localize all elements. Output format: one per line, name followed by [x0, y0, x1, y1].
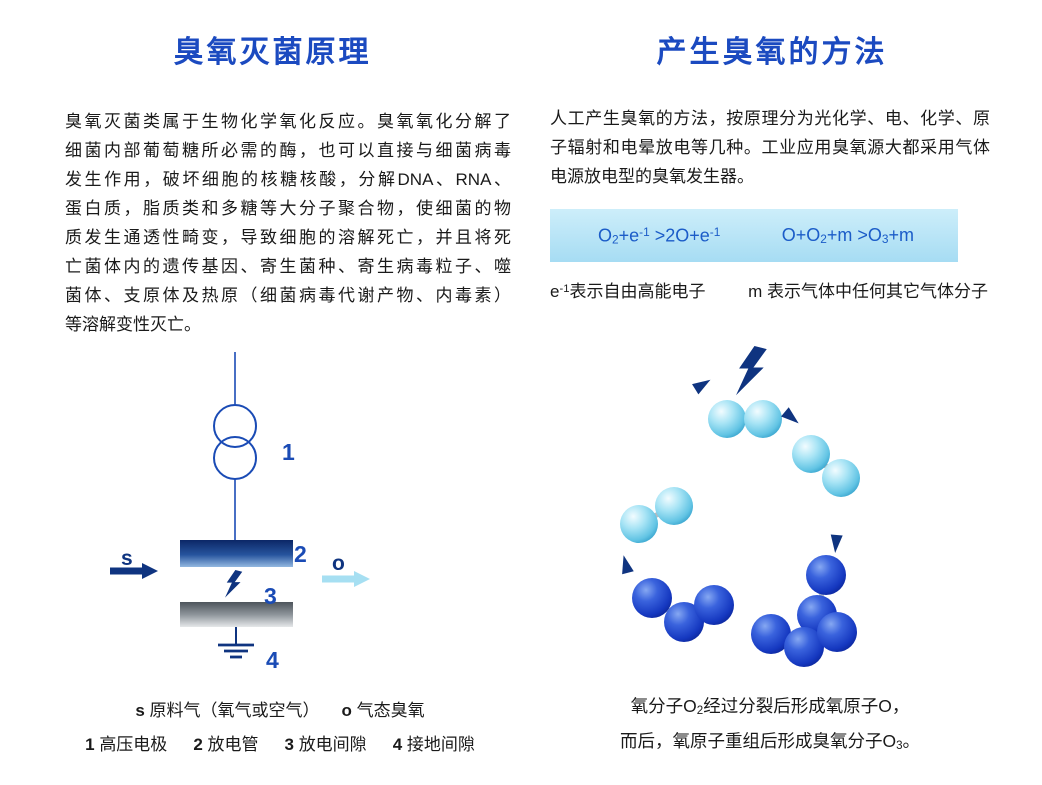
paragraph-line: 蛋白质，脂质类和多糖等大分子聚合物，使细菌的物: [65, 199, 511, 218]
paragraph-line: 臭氧灭菌类属于生物化学氧化反应。臭氧氧化分解了: [65, 112, 511, 131]
equation-legend: e-1表示自由高能电子 m 表示气体中任何其它气体分子: [550, 277, 988, 302]
ozone-molecule-o3: [632, 578, 734, 642]
paragraph-line: 等溶解变性灭亡。: [65, 315, 201, 334]
transformer-icon: [213, 404, 257, 480]
oxygen-molecule-o2: [708, 400, 782, 438]
high-voltage-electrode-bar: [180, 540, 293, 567]
diagram-label-o: o: [332, 552, 345, 575]
flow-arrow-icon: [830, 534, 843, 553]
ground-electrode-bar: [180, 602, 293, 627]
ground-icon: [218, 627, 254, 659]
caption-ground-gap: 4 接地间隙: [392, 735, 475, 754]
equation-o2-split: O2+e-1 >2O+e-1: [598, 224, 721, 247]
flow-arrow-icon: [622, 555, 634, 575]
caption-hv-electrode: 1 高压电极: [85, 735, 168, 754]
paragraph-line: 发生作用，破坏细胞的核糖核酸，分解DNA、RNA、: [65, 170, 511, 189]
paragraph-line: 子辐射和电晕放电等几种。工业应用臭氧源大都采用气体: [550, 138, 990, 157]
ozone-generator-diagram: 1 2 3 4 s o: [110, 352, 370, 673]
cycle-flow-arrows: [622, 379, 843, 575]
paragraph-line: 人工产生臭氧的方法，按原理分为光化学、电、化学、原: [550, 109, 990, 128]
paragraph-line: 亡菌体内的遗传基因、寄生菌种、寄生病毒粒子、噬: [65, 257, 511, 276]
caption-ozone-gas: o 气态臭氧: [341, 701, 425, 720]
paragraph-line: 电源放电型的臭氧发生器。: [550, 167, 754, 186]
equation-o3-formation: O+O2+m >O3+m: [781, 224, 914, 247]
left-page-title: 臭氧灭菌原理: [173, 36, 372, 69]
diagram-label-2: 2: [294, 541, 307, 567]
paragraph-line: 质发生通透性畸变，导致细胞的溶解死亡，并且将死: [65, 228, 511, 247]
cycle-caption-line-2: 而后，氧原子重组后形成臭氧分子O3。: [619, 731, 921, 753]
legend-electron: e-1表示自由高能电子: [550, 282, 706, 301]
paragraph-line: 细菌内部葡萄糖所必需的酶，也可以直接与细菌病毒: [65, 141, 511, 160]
ozone-formation-cycle-diagram: [620, 346, 860, 667]
oxygen-molecule-o2: [792, 435, 860, 497]
discharge-lightning-icon: [225, 570, 243, 598]
gas-in-arrow-icon: [110, 563, 158, 579]
right-paragraph: 人工产生臭氧的方法，按原理分为光化学、电、化学、原 子辐射和电晕放电等几种。工业…: [550, 104, 990, 191]
discharge-lightning-icon: [736, 346, 767, 396]
flow-arrow-icon: [781, 407, 799, 424]
diagram-label-4: 4: [266, 647, 279, 673]
caption-source-gas: s 原料气（氧气或空气）: [135, 701, 320, 720]
diagram-label-3: 3: [264, 583, 277, 609]
paragraph-line: 菌体、支原体及热原（细菌病毒代谢产物、内毒素）: [65, 286, 511, 305]
caption-discharge-tube: 2 放电管: [193, 735, 259, 754]
caption-discharge-gap: 3 放电间隙: [284, 735, 367, 754]
diagram-label-s: s: [121, 547, 133, 570]
diagram-label-1: 1: [282, 439, 295, 465]
cycle-caption-line-1: 氧分子O2经过分裂后形成氧原子O，: [630, 696, 910, 718]
legend-gas-molecule: m 表示气体中任何其它气体分子: [748, 282, 988, 301]
ozone-out-arrow-icon: [322, 571, 370, 587]
ozone-molecule-o3: [751, 612, 857, 667]
right-page-title: 产生臭氧的方法: [656, 36, 888, 69]
flow-arrow-icon: [692, 379, 711, 395]
generator-caption-row-1: s 原料气（氧气或空气） o 气态臭氧: [40, 696, 520, 721]
left-paragraph: 臭氧灭菌类属于生物化学氧化反应。臭氧氧化分解了 细菌内部葡萄糖所必需的酶，也可以…: [65, 107, 511, 339]
oxygen-molecule-o2: [620, 487, 693, 543]
generator-caption-row-2: 1 高压电极 2 放电管 3 放电间隙 4 接地间隙: [40, 730, 520, 755]
ozone-equation-box: O2+e-1 >2O+e-1 O+O2+m >O3+m: [550, 209, 958, 262]
